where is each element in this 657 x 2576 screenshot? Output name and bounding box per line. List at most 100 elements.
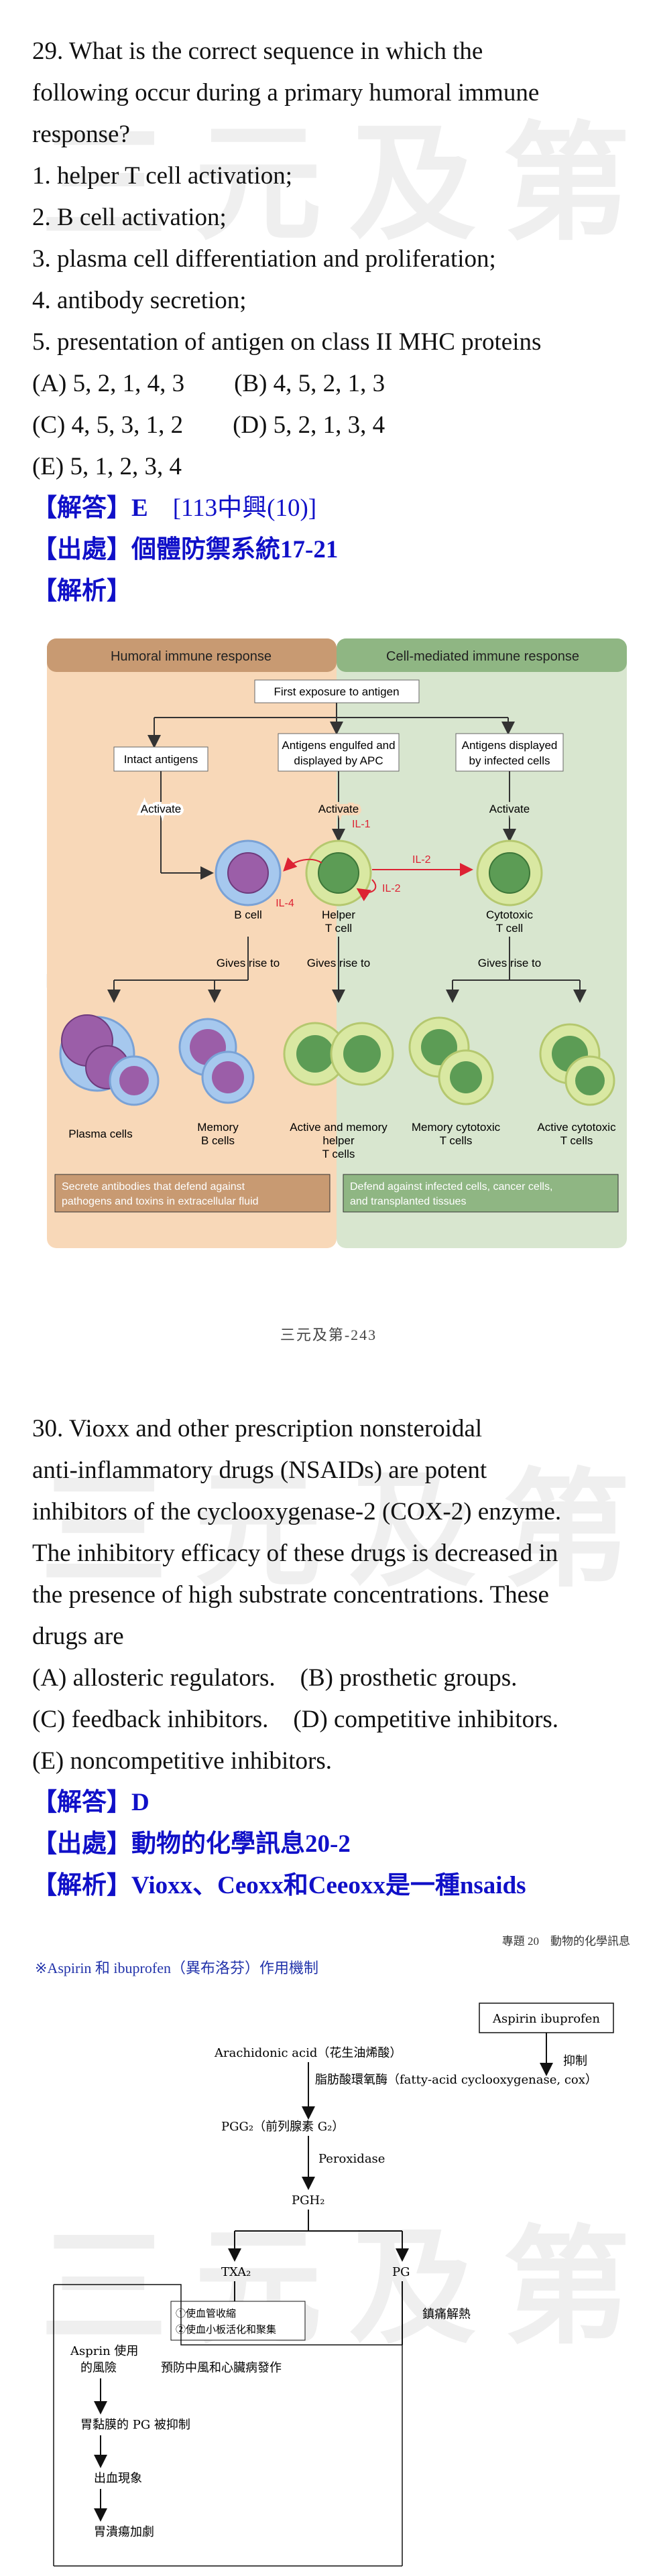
pgh2-label: PGH₂	[292, 2193, 324, 2208]
cytotoxic-label-2: T cell	[496, 922, 523, 935]
txa2-label: TXA₂	[221, 2265, 251, 2279]
cytotoxic-label-1: Cytotoxic	[486, 908, 533, 921]
activate-label: Activate	[141, 803, 181, 815]
inhibit-label: 抑制	[563, 2054, 587, 2068]
peroxidase-label: Peroxidase	[318, 2152, 385, 2166]
footer-humoral-1: Secrete antibodies that defend against	[62, 1181, 245, 1193]
active-cytotoxic-cells-icon	[539, 1023, 615, 1106]
analysis-label: 【解析】	[32, 578, 131, 605]
il1-label: IL-1	[352, 819, 371, 830]
options: (A) allosteric regulators. (B) prostheti…	[32, 1657, 636, 1782]
activate-label-bg: Activate	[489, 803, 530, 815]
active-cyto-label-2: T cells	[560, 1134, 593, 1147]
effect-2-label: ②使血小板活化和聚集	[176, 2323, 276, 2335]
memory-cyto-label-2: T cells	[440, 1134, 473, 1147]
answer-reference: [113中興(10)]	[172, 494, 317, 522]
prevent-label: 預防中風和心臟病發作	[161, 2361, 282, 2375]
question-line: 2. B cell activation;	[32, 204, 227, 231]
question-line: following occur during a primary humoral…	[32, 79, 540, 107]
options: (A) 5, 2, 1, 4, 3 (B) 4, 5, 2, 1, 3 (C) …	[32, 363, 636, 488]
answer-29: 【解答】E [113中興(10)]	[32, 488, 316, 529]
section-heading: ※Aspirin 和 ibuprofen（異布洛芬）作用機制	[35, 1960, 318, 1976]
analysis-29: 【解析】	[32, 571, 131, 612]
aspirin-box-label: Aspirin ibuprofen	[492, 2012, 600, 2026]
question-line: 4. antibody secretion;	[32, 287, 247, 314]
answer-label: 【解答】	[32, 494, 131, 522]
question-line: inhibitors of the cyclooxygenase-2 (COX-…	[32, 1498, 562, 1526]
pgg2-label: PGG₂（前列腺素 G₂）	[221, 2120, 344, 2134]
memory-b-label-2: B cells	[201, 1134, 235, 1147]
active-cyto-label-1: Active cytotoxic	[537, 1121, 616, 1134]
risk-step-1: 胃黏膜的 PG 被抑制	[80, 2418, 190, 2432]
question-line: 3. plasma cell differentiation and proli…	[32, 245, 496, 273]
option-line: (A) allosteric regulators. (B) prostheti…	[32, 1664, 518, 1692]
cox-label: 脂肪酸環氧酶（fatty-acid cyclooxygenase, cox）	[315, 2073, 597, 2087]
question-30: 30. Vioxx and other prescription nonster…	[32, 1408, 636, 1782]
risk-step-3: 胃潰瘍加劇	[94, 2525, 154, 2539]
gives-rise-label: Gives rise to	[217, 957, 280, 969]
activate-label: Activate	[489, 803, 530, 815]
analysis-label: 【解析】	[32, 1872, 131, 1899]
infected-label-2: by infected cells	[469, 754, 550, 767]
footer-cell-mediated-2: and transplanted tissues	[350, 1196, 466, 1207]
analgesic-label: 鎮痛解熱	[422, 2307, 471, 2321]
il4-label: IL-4	[276, 898, 294, 909]
activate-label-bg: Activate	[141, 803, 181, 815]
engulfed-label-2: displayed by APC	[294, 754, 383, 767]
aspirin-mechanism-diagram: Aspirin ibuprofen 抑制 Arachidonic acid（花生…	[27, 1983, 644, 2573]
option-line: (A) 5, 2, 1, 4, 3 (B) 4, 5, 2, 1, 3	[32, 370, 385, 397]
source-29: 【出處】個體防禦系統17-21	[32, 529, 338, 571]
answer-label: 【解答】	[32, 1789, 131, 1816]
option-line: (C) 4, 5, 3, 1, 2 (D) 5, 2, 1, 3, 4	[32, 411, 385, 439]
risk-step-2: 出血現象	[94, 2471, 142, 2486]
activate-label: Activate	[318, 803, 359, 815]
intact-antigens-label: Intact antigens	[124, 753, 198, 766]
source-value: 個體防禦系統17-21	[131, 536, 339, 563]
question-line: 30. Vioxx and other prescription nonster…	[32, 1415, 483, 1442]
question-line: drugs are	[32, 1623, 124, 1650]
question-29: 29. What is the correct sequence in whic…	[32, 31, 636, 488]
il2-label: IL-2	[382, 883, 401, 894]
analysis-value: Vioxx、Ceoxx和Ceeoxx是一種nsaids	[131, 1872, 526, 1899]
active-memory-helper-label-3: T cells	[322, 1148, 355, 1160]
question-line: anti-inflammatory drugs (NSAIDs) are pot…	[32, 1456, 487, 1484]
option-line: (E) 5, 1, 2, 3, 4	[32, 453, 182, 480]
engulfed-label-1: Antigens engulfed and	[282, 739, 395, 752]
question-line: 5. presentation of antigen on class II M…	[32, 328, 542, 356]
answer-30: 【解答】D	[32, 1782, 150, 1824]
question-line: 29. What is the correct sequence in whic…	[32, 38, 483, 65]
memory-cytotoxic-cells-icon	[408, 1016, 494, 1105]
answer-value: D	[131, 1789, 150, 1816]
gives-rise-label: Gives rise to	[307, 957, 370, 969]
gives-rise-label: Gives rise to	[478, 957, 541, 969]
immune-response-diagram: Humoral immune response Cell-mediated im…	[47, 638, 627, 1248]
pg-label: PG	[392, 2265, 410, 2279]
page-number: 三元及第-243	[280, 1327, 377, 1343]
memory-cyto-label-1: Memory cytotoxic	[412, 1121, 501, 1134]
plasma-cells-label: Plasma cells	[68, 1128, 132, 1140]
b-cell-label: B cell	[234, 908, 262, 921]
memory-b-cells-icon	[178, 1018, 255, 1104]
header-humoral: Humoral immune response	[111, 649, 272, 664]
footer-humoral-2: pathogens and toxins in extracellular fl…	[62, 1196, 259, 1207]
helper-t-cells-icon	[283, 1022, 394, 1086]
activate-label-bg: Activate	[318, 803, 359, 815]
helper-label-2: T cell	[325, 922, 352, 935]
question-line: The inhibitory efficacy of these drugs i…	[32, 1540, 558, 1567]
risk-label-2: 的風險	[80, 2361, 117, 2375]
memory-b-label-1: Memory	[197, 1121, 239, 1134]
source-label: 【出處】	[32, 536, 131, 563]
active-memory-helper-label-2: helper	[322, 1134, 355, 1147]
source-label: 【出處】	[32, 1830, 131, 1858]
question-line: response?	[32, 121, 130, 148]
source-value: 動物的化學訊息20-2	[131, 1830, 351, 1858]
il2-label: IL-2	[412, 854, 431, 866]
infected-label-1: Antigens displayed	[462, 739, 558, 752]
question-line: the presence of high substrate concentra…	[32, 1581, 549, 1609]
helper-label-1: Helper	[322, 908, 355, 921]
first-exposure-label: First exposure to antigen	[274, 685, 399, 698]
answer-value: E	[131, 494, 148, 522]
question-line: 1. helper T cell activation;	[32, 162, 293, 190]
source-30: 【出處】動物的化學訊息20-2	[32, 1824, 351, 1865]
plasma-cells-icon	[59, 1014, 160, 1106]
